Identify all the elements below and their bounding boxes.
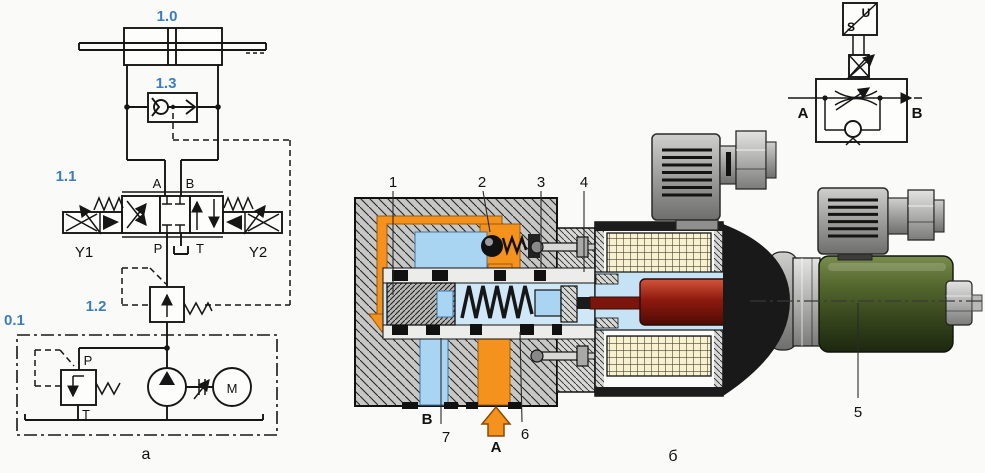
label-converter-s: S — [847, 20, 855, 34]
part-number-1: 1 — [389, 174, 397, 191]
inlet-flow-arrow — [480, 405, 512, 437]
label-solenoid-y1: Y1 — [75, 244, 93, 261]
part-number-4: 4 — [580, 174, 588, 191]
symbol-port-b: B — [912, 105, 923, 122]
pilot-check-valve-symbol — [124, 92, 291, 306]
connector-plug-left — [651, 130, 777, 231]
pressure-valve-symbol — [121, 267, 213, 348]
flow-valve-envelope — [815, 78, 908, 143]
label-port-b: B — [186, 176, 195, 191]
label-relief-p: P — [84, 353, 93, 368]
ball-spring — [501, 234, 528, 256]
label-cylinder-id: 1.0 — [157, 8, 178, 25]
green-solenoid — [792, 255, 983, 353]
label-pressure-valve-id: 1.2 — [86, 298, 107, 315]
part-number-6: 6 — [521, 426, 529, 443]
part-number-7: 7 — [442, 429, 450, 446]
cylinder-symbol — [78, 27, 267, 160]
spool-spring — [460, 285, 534, 319]
label-converter-u: U — [862, 6, 871, 20]
coil-winding-bottom — [606, 335, 712, 377]
valve-symbol-with-amplifier: U S A B — [788, 2, 923, 146]
power-unit-symbol — [16, 334, 278, 436]
motor-symbol — [212, 367, 252, 407]
cylinder-valve-lines — [127, 159, 218, 196]
hydraulic-circuit: 1.0 1.3 1.1 1.2 0.1 Y1 Y2 A B P T P T M … — [4, 8, 291, 463]
solenoid-cutaway — [589, 221, 799, 397]
solenoid-rear-housing — [723, 224, 790, 396]
end-nut — [945, 280, 973, 326]
part-number-2: 2 — [478, 174, 486, 191]
caption-a: a — [142, 446, 151, 463]
part-number-5: 5 — [854, 404, 862, 421]
label-port-t: T — [196, 241, 204, 256]
cable-gland — [735, 130, 767, 190]
caption-b: б — [668, 448, 677, 465]
label-relief-t: T — [82, 407, 90, 422]
label-port-p: P — [154, 241, 163, 256]
directional-valve-symbol — [62, 191, 283, 287]
return-channel-blue — [410, 231, 488, 406]
label-check-valve-id: 1.3 — [156, 75, 177, 92]
label-directional-valve-id: 1.1 — [56, 168, 77, 185]
spool-assembly — [386, 282, 590, 326]
mounting-bolt-bottom — [530, 345, 597, 367]
part-leader-lines — [392, 190, 859, 424]
coil-winding-top — [606, 232, 712, 274]
part-number-3: 3 — [537, 174, 545, 191]
symbol-port-a: A — [798, 105, 809, 122]
label-power-unit-id: 0.1 — [4, 312, 25, 329]
base-seals — [402, 402, 522, 409]
armature — [639, 278, 729, 326]
cutaway-port-b: B — [422, 411, 433, 428]
connector-plug-right — [817, 187, 945, 261]
label-port-a: A — [153, 176, 162, 191]
label-solenoid-y2: Y2 — [249, 244, 267, 261]
cutaway-port-a: A — [491, 439, 502, 456]
push-pin — [577, 297, 590, 309]
cable-gland — [907, 189, 935, 241]
coupling-nut — [792, 257, 821, 347]
check-valve-symbol — [844, 120, 862, 138]
mounting-bolt-top — [530, 236, 597, 258]
valve-cutaway: 1 2 3 4 5 6 7 B A б — [354, 130, 984, 465]
label-motor: M — [227, 381, 238, 396]
